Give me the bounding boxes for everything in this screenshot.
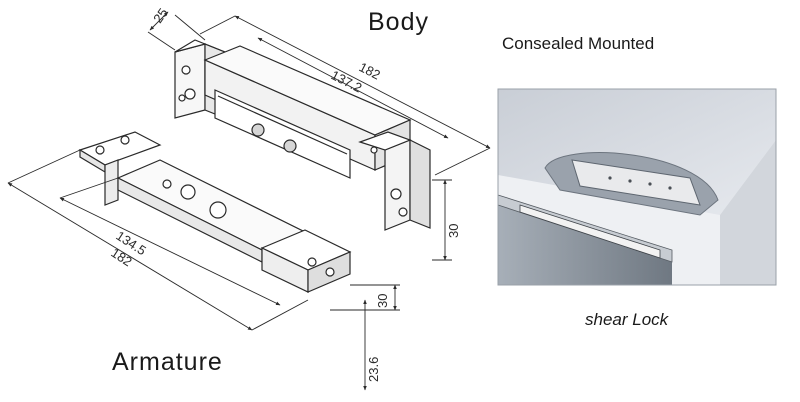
armature-dimension-lines <box>7 149 400 391</box>
mount-title: Consealed Mounted <box>502 34 655 53</box>
dim-body-width: 25 <box>150 5 171 25</box>
concealed-mount-illustration <box>497 88 777 286</box>
body-heading: Body <box>368 8 429 36</box>
shear-lock-caption: shear Lock <box>585 310 669 329</box>
dim-body-height: 30 <box>446 224 461 238</box>
armature-heading: Armature <box>112 348 223 376</box>
dim-armature-depth: 23.6 <box>366 357 381 382</box>
dim-armature-height: 30 <box>375 294 390 308</box>
body-dimension-lines <box>147 11 491 261</box>
